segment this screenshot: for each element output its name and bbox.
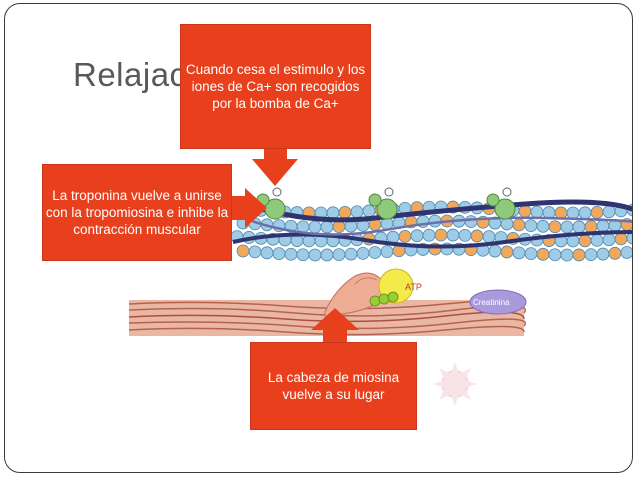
callout-left-arrow	[232, 188, 267, 228]
callout-bottom: La cabeza de miosina vuelve a su lugar	[250, 342, 417, 430]
actin-bead	[626, 231, 632, 245]
troponin-complexes	[256, 187, 516, 220]
actin-bead	[620, 246, 632, 259]
callout-left: La troponina vuelve a unirse con la trop…	[42, 164, 232, 261]
creatinina-label: Creatinina	[473, 298, 510, 307]
callout-bottom-arrow	[311, 308, 359, 342]
atp-molecule: ATP	[369, 268, 422, 307]
burst-shape	[433, 362, 477, 406]
callout-top-text: Cuando cesa el estimulo y los iones de C…	[185, 62, 366, 111]
creatinina-molecule: Creatinina	[469, 289, 527, 315]
callout-top: Cuando cesa el estimulo y los iones de C…	[180, 24, 371, 149]
muscle-diagram: ATP Creatinina	[128, 187, 632, 406]
callout-top-arrow	[252, 149, 298, 186]
callout-bottom-text: La cabeza de miosina vuelve a su lugar	[267, 370, 400, 402]
tropomyosin-strands	[232, 197, 632, 249]
atp-label: ATP	[405, 282, 422, 292]
callout-left-text: La troponina vuelve a unirse con la trop…	[45, 188, 229, 237]
slide: ATP Creatinina Relajación Cuando cesa el…	[4, 3, 633, 473]
